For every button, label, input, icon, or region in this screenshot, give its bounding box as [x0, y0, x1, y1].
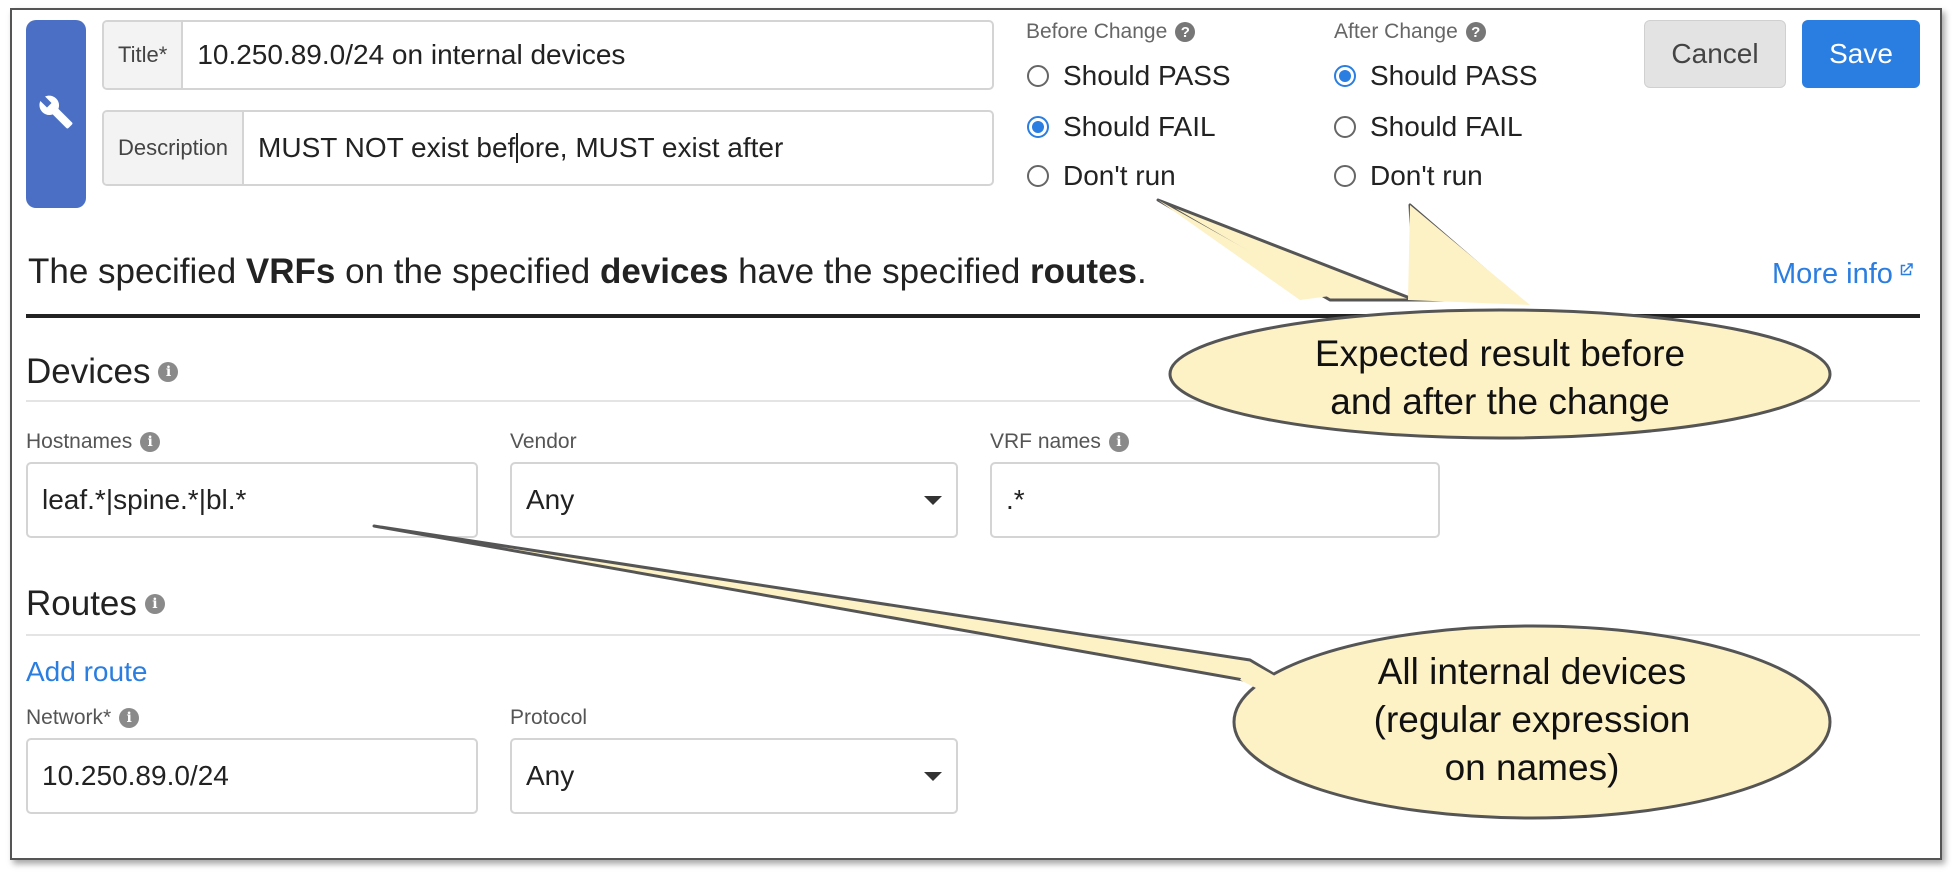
headline-bold-routes: routes [1030, 252, 1137, 291]
devices-title-text: Devices [26, 352, 151, 391]
callout-top [1156, 198, 1832, 440]
callout-bottom-line: All internal devices [1377, 651, 1687, 692]
before-change-label: Before Change ? [1026, 20, 1196, 44]
text-cursor [516, 133, 519, 163]
radio-label: Don't run [1063, 160, 1176, 191]
radio-label: Should PASS [1063, 60, 1231, 91]
headline-text: have the specified [728, 252, 1031, 291]
network-label: Network* i [26, 706, 140, 730]
wrench-panel[interactable] [26, 20, 86, 208]
callout-top-text: Expected result before and after the cha… [1200, 330, 1800, 426]
callout-top-line: Expected result before [1314, 333, 1686, 374]
protocol-selected-value: Any [526, 760, 575, 791]
description-label: Description [104, 112, 245, 184]
callout-bottom-bubble [1232, 624, 1832, 820]
callout-bottom [372, 524, 1832, 820]
callout-top-bubble [1168, 308, 1832, 440]
vendor-select[interactable]: Any [510, 462, 958, 538]
wrench-icon [38, 94, 74, 135]
headline-bold-vrfs: VRFs [245, 252, 336, 291]
chevron-down-icon [924, 496, 942, 505]
devices-section-title: Devices i [26, 352, 179, 392]
vrf-names-label: VRF names i [990, 430, 1129, 454]
radio-button[interactable] [1027, 165, 1049, 187]
description-text-before-cursor: MUST NOT exist bef [258, 132, 516, 163]
info-icon[interactable]: i [144, 594, 165, 614]
vendor-label: Vendor [510, 430, 577, 453]
after-radio-should-fail[interactable]: Should FAIL [1334, 111, 1523, 143]
external-link-icon [1897, 254, 1915, 287]
after-radio-should-pass[interactable]: Should PASS [1334, 60, 1538, 92]
radio-button[interactable] [1334, 116, 1356, 138]
before-radio-should-fail[interactable]: Should FAIL [1027, 111, 1216, 143]
callout-bottom-text: All internal devices (regular expression… [1232, 648, 1832, 792]
radio-button-selected[interactable] [1027, 116, 1049, 138]
vrf-names-label-text: VRF names [990, 430, 1101, 453]
hostnames-label: Hostnames i [26, 430, 161, 454]
headline-bold-devices: devices [600, 252, 729, 291]
callout-bottom-tail [372, 524, 1302, 692]
info-icon[interactable]: i [158, 362, 179, 382]
routes-divider [26, 634, 1920, 636]
radio-label: Should PASS [1370, 60, 1538, 91]
chevron-down-icon [924, 772, 942, 781]
callout-top-tail-fill [1158, 200, 1330, 300]
after-change-label-text: After Change [1334, 20, 1458, 43]
after-change-label: After Change ? [1334, 20, 1486, 44]
more-info-link[interactable]: More info [1772, 258, 1915, 291]
protocol-select[interactable]: Any [510, 738, 958, 814]
headline-divider [26, 314, 1920, 318]
radio-label: Should FAIL [1063, 111, 1216, 142]
radio-label: Should FAIL [1370, 111, 1523, 142]
add-route-link[interactable]: Add route [26, 656, 148, 687]
before-change-label-text: Before Change [1026, 20, 1168, 43]
cancel-button[interactable]: Cancel [1644, 20, 1786, 88]
headline-text: on the specified [335, 252, 600, 291]
hostnames-label-text: Hostnames [26, 430, 133, 453]
description-text-after-cursor: ore, MUST exist after [519, 132, 784, 163]
callout-top-line: and after the change [1330, 381, 1670, 422]
devices-divider [26, 400, 1920, 402]
routes-title-text: Routes [26, 584, 137, 623]
headline-text: . [1137, 252, 1147, 291]
network-input[interactable]: 10.250.89.0/24 [26, 738, 478, 814]
radio-label: Don't run [1370, 160, 1483, 191]
help-question-icon[interactable]: ? [1175, 22, 1196, 42]
help-question-icon[interactable]: ? [1465, 22, 1486, 42]
callout-bottom-line: on names) [1444, 747, 1620, 788]
headline-text: The specified [28, 252, 246, 291]
callout-bottom-tail-fill [1240, 662, 1300, 700]
info-icon[interactable]: i [1108, 432, 1129, 452]
hostnames-input[interactable]: leaf.*|spine.*|bl.* [26, 462, 478, 538]
vrf-names-input[interactable]: .* [990, 462, 1440, 538]
title-input[interactable]: 10.250.89.0/24 on internal devices [197, 39, 626, 70]
callout-top-tail-fill-2 [1408, 205, 1530, 305]
radio-button[interactable] [1334, 165, 1356, 187]
save-button[interactable]: Save [1802, 20, 1920, 88]
title-label: Title* [104, 22, 184, 88]
title-field[interactable]: Title* 10.250.89.0/24 on internal device… [102, 20, 994, 90]
before-radio-dont-run[interactable]: Don't run [1027, 160, 1176, 192]
more-info-label: More info [1772, 258, 1893, 290]
protocol-label: Protocol [510, 706, 588, 729]
after-radio-dont-run[interactable]: Don't run [1334, 160, 1483, 192]
callout-bottom-line: (regular expression [1373, 699, 1691, 740]
radio-button[interactable] [1027, 65, 1049, 87]
radio-button-selected[interactable] [1334, 65, 1356, 87]
routes-section-title: Routes i [26, 584, 165, 624]
info-icon[interactable]: i [119, 708, 140, 728]
check-description-headline: The specified VRFs on the specified devi… [28, 252, 1147, 292]
vendor-selected-value: Any [526, 484, 575, 515]
info-icon[interactable]: i [140, 432, 161, 452]
before-radio-should-pass[interactable]: Should PASS [1027, 60, 1231, 92]
network-label-text: Network* [26, 706, 112, 729]
